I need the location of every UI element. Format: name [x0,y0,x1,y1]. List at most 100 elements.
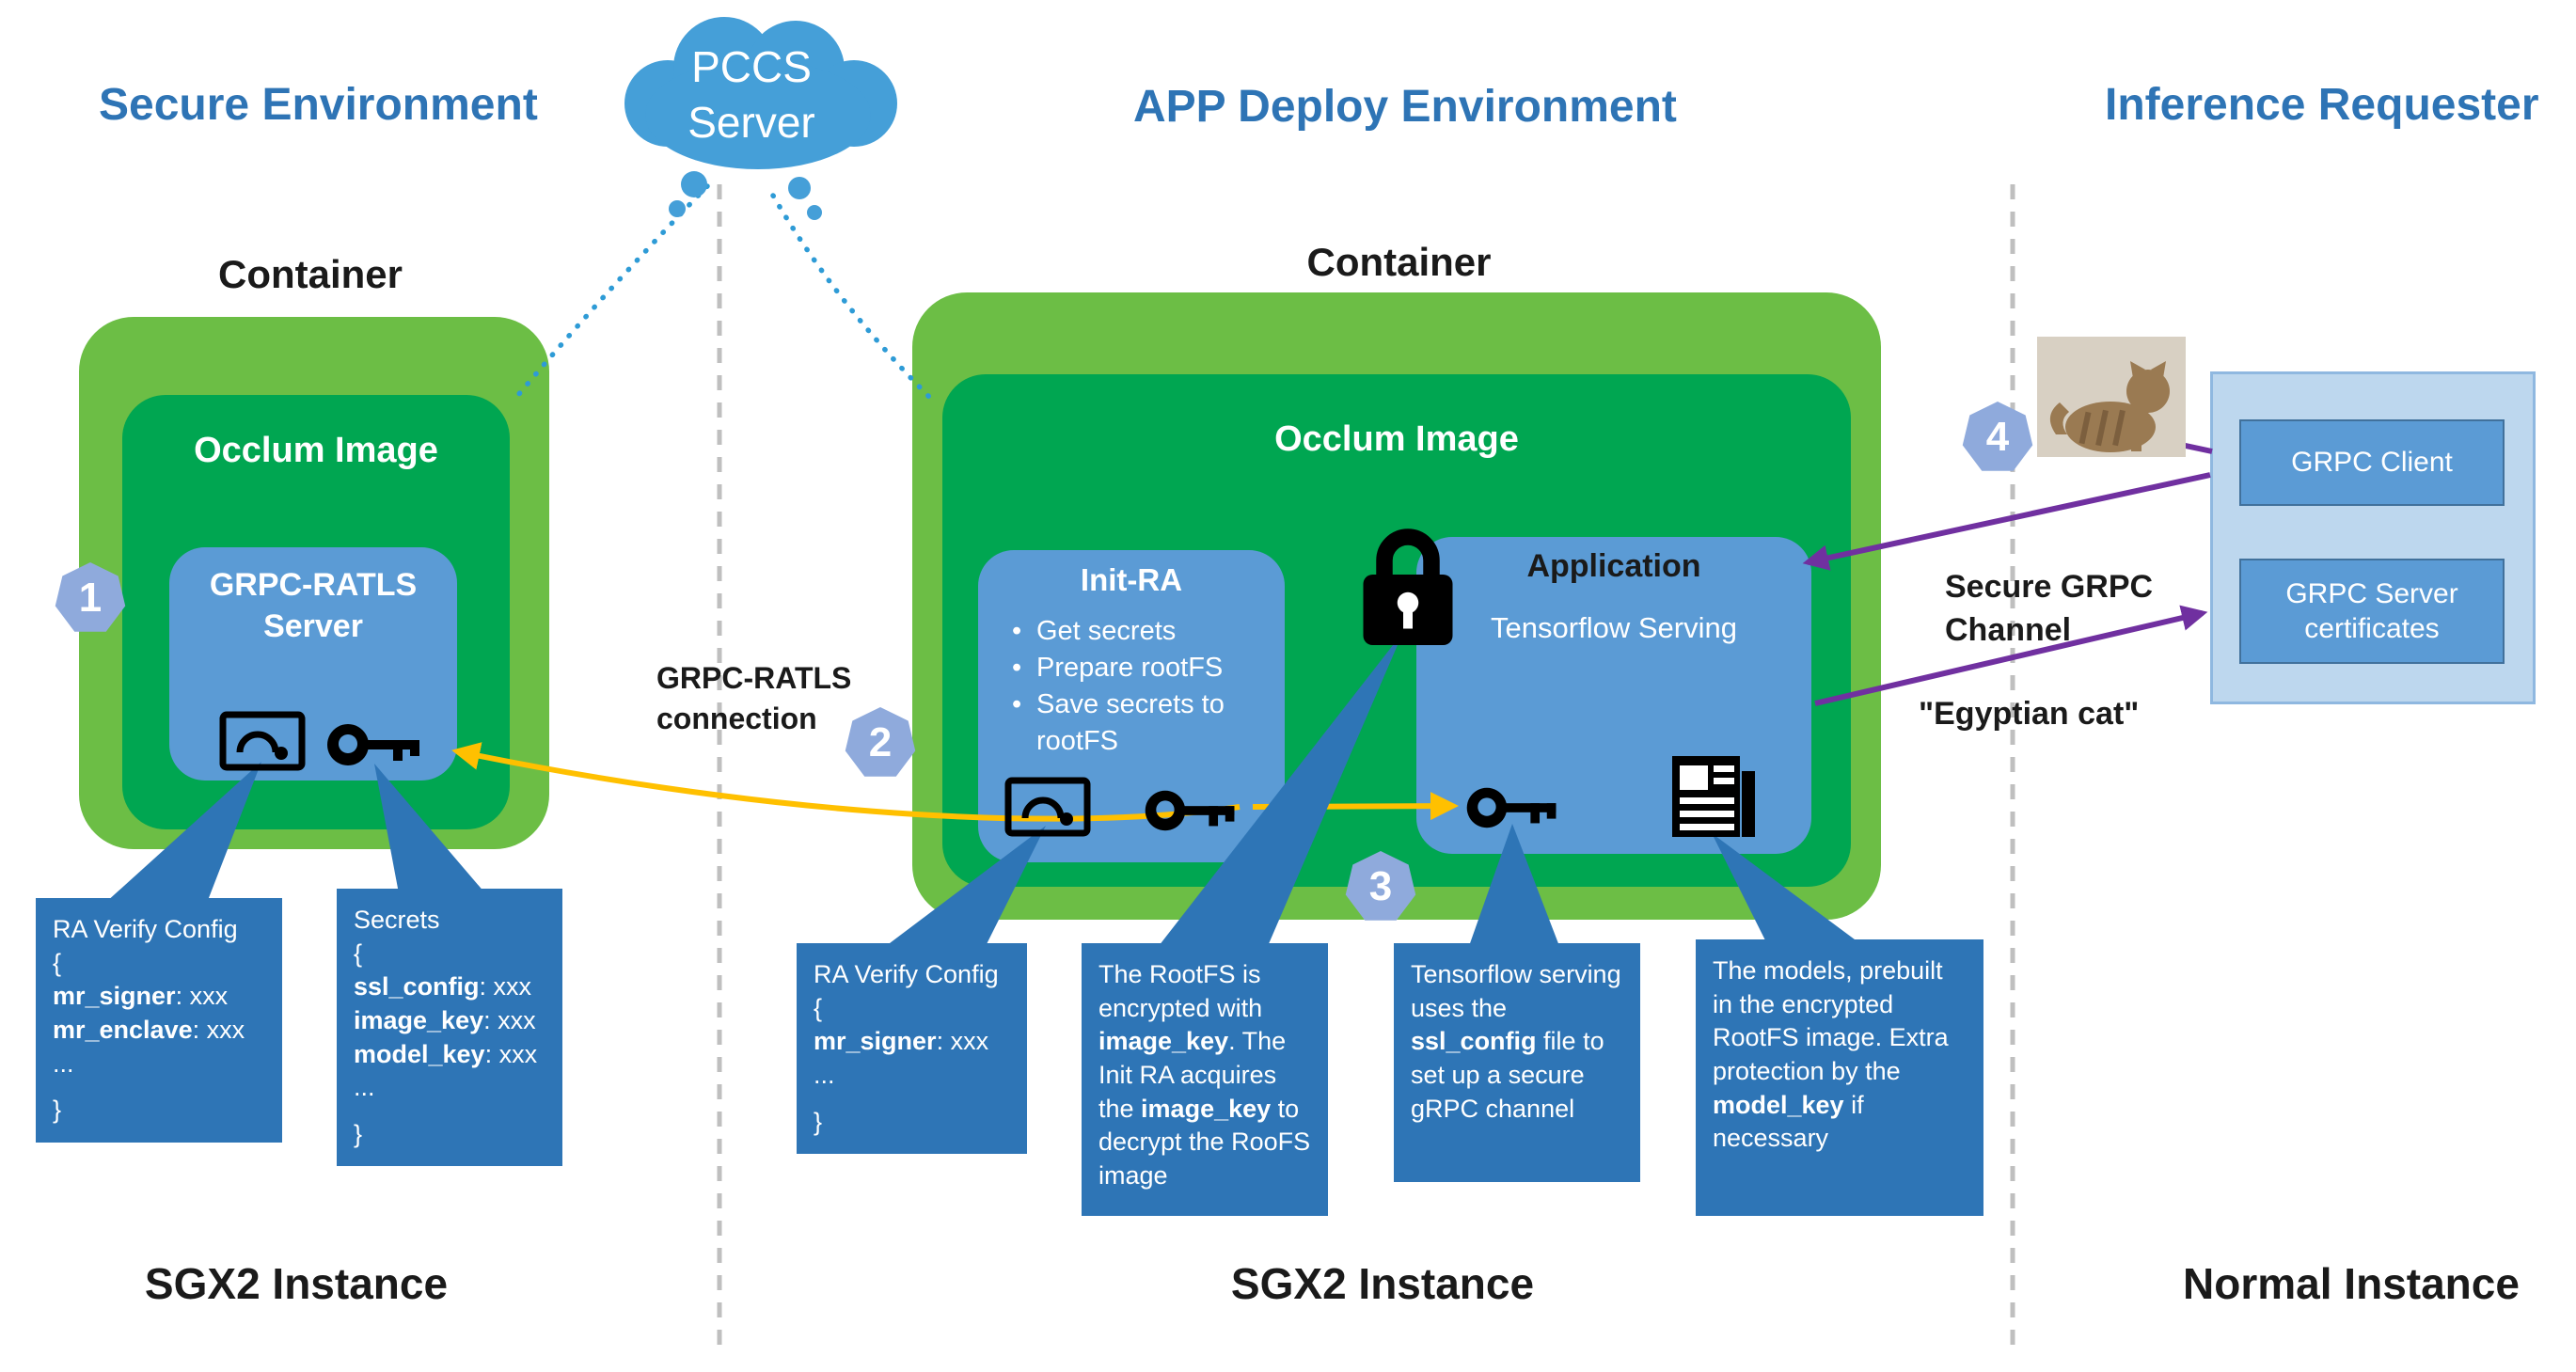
callout-text: . The Init RA acquires the [1098,1027,1287,1123]
callout-bold: image_key [1098,1027,1229,1056]
callout-text: The RootFS is encrypted with [1098,960,1263,1022]
channel-line2: Channel [1945,611,2072,648]
callout-text: file to set up a secure gRPC channel [1411,1027,1604,1123]
callout-field: mr_signer: xxx [53,980,265,1014]
callout-dots: ... [53,1049,74,1078]
app-deploy-heading: APP Deploy Environment [1133,82,1677,132]
field-rest: : xxx [175,982,229,1011]
cert-label-line1: GRPC Server [2285,577,2458,609]
channel-line1: Secure GRPC [1945,569,2154,605]
badge-2-number: 2 [868,719,893,765]
pccs-line1: PCCS [691,42,812,91]
step-badge-4: 4 [1962,402,2033,471]
connection-line2: connection [656,702,817,736]
callout-open-brace: { [814,993,823,1022]
ratls-connection-label: GRPC-RATLS connection [656,658,882,739]
bullet-item: Save secrets to rootFS [1004,686,1260,760]
callout-title: RA Verify Config [53,915,238,943]
right-instance-label: Normal Instance [2183,1259,2520,1308]
ra-verify-config-callout-middle: RA Verify Config { mr_signer: xxx ... } [797,943,1027,1155]
tensorflow-ssl-callout: Tensorflow serving uses the ssl_config f… [1394,943,1640,1182]
grpc-server-certificates-label: GRPC Server certificates [2285,576,2457,647]
field-key: mr_enclave [53,1015,193,1044]
callout-title: Secrets [354,906,440,934]
callout-dots: ... [814,1060,835,1089]
callout-field: model_key: xxx [354,1038,545,1072]
badge-1-number: 1 [78,575,103,621]
pccs-server-label: PCCS Server [581,39,922,150]
field-rest: : xxx [192,1015,245,1044]
field-key: mr_signer [814,1027,937,1056]
bullet-text: Get secrets [1036,616,1177,646]
callout-text: The models, prebuilt in the encrypted Ro… [1713,956,1949,1085]
field-rest: : xxx [483,1005,536,1034]
callout-dots: ... [354,1073,375,1102]
field-key: image_key [354,1005,484,1034]
left-container-label: Container [217,252,403,296]
bullet-item: Prepare rootFS [1004,650,1260,686]
bullet-text: Save secrets to rootFS [1036,689,1225,757]
grpc-client-box: GRPC Client [2239,419,2505,506]
callout-bold: image_key [1141,1094,1272,1123]
callout-close-brace: } [354,1119,363,1148]
inference-requester-heading: Inference Requester [2105,80,2539,130]
badge-3-number: 3 [1368,863,1393,909]
callout-open-brace: { [354,938,363,968]
callout-text: to decrypt the RooFS image [1098,1094,1311,1190]
callout-bold: model_key [1713,1090,1844,1119]
cert-label-line2: certificates [2304,613,2440,644]
left-instance-label: SGX2 Instance [144,1259,449,1308]
ssl-key-icon [1466,787,1557,828]
bullet-text: Prepare rootFS [1036,653,1224,684]
grpc-server-certificates-box: GRPC Server certificates [2239,559,2505,664]
models-news-icon [1672,756,1755,837]
middle-container-label: Container [1306,240,1492,284]
application-title: Application [1526,548,1701,584]
step-badge-1: 1 [55,562,126,632]
ra-verify-config-callout-left: RA Verify Config { mr_signer: xxx mr_enc… [36,898,282,1143]
callout-title: RA Verify Config [814,960,999,988]
ra-certificate-icon [219,711,306,771]
tensorflow-serving-label: Tensorflow Serving [1491,611,1737,644]
init-ra-bullets: Get secrets Prepare rootFS Save secrets … [1004,613,1260,761]
callout-field: mr_signer: xxx [814,1025,1010,1059]
callout-close-brace: } [53,1096,62,1125]
callout-field: mr_enclave: xxx [53,1014,265,1048]
badge-4-number: 4 [1985,414,2010,460]
secure-environment-heading: Secure Environment [99,80,538,130]
callout-field: ssl_config: xxx [354,970,545,1004]
secrets-callout: Secrets { ssl_config: xxx image_key: xxx… [337,889,562,1167]
field-rest: : xxx [484,1039,538,1068]
pccs-cloud-icon [624,17,897,220]
rootfs-encryption-callout: The RootFS is encrypted with image_key. … [1082,943,1328,1216]
cat-image [2037,337,2186,457]
image-key-icon [1145,790,1235,831]
lock-icon [1363,528,1453,645]
middle-instance-label: SGX2 Instance [1230,1259,1535,1308]
callout-close-brace: } [814,1107,823,1136]
bullet-item: Get secrets [1004,613,1260,650]
callout-text: Tensorflow serving uses the [1411,960,1621,1022]
field-key: ssl_config [354,972,480,1001]
left-occlum-label: Occlum Image [194,431,438,470]
callout-text: if necessary [1713,1090,1864,1153]
callout-bold: ssl_config [1411,1027,1537,1056]
field-key: mr_signer [53,982,176,1011]
egyptian-cat-label: "Egyptian cat" [1919,696,2140,732]
field-rest: : xxx [936,1027,989,1056]
pccs-line2: Server [687,97,815,147]
middle-occlum-label: Occlum Image [1274,419,1519,459]
grpc-ratls-server-label: GRPC-RATLS Server [169,564,457,647]
field-rest: : xxx [479,972,532,1001]
callout-field: image_key: xxx [354,1004,545,1038]
field-key: model_key [354,1039,485,1068]
connection-line1: GRPC-RATLS [656,661,852,695]
init-ra-title: Init-RA [1080,562,1183,597]
server-label-line1: GRPC-RATLS [209,567,418,603]
grpc-client-label: GRPC Client [2291,447,2453,479]
secrets-key-icon [327,724,419,765]
callout-open-brace: { [53,948,62,977]
server-label-line2: Server [263,608,363,645]
secure-grpc-channel-label: Secure GRPC Channel [1945,566,2153,653]
